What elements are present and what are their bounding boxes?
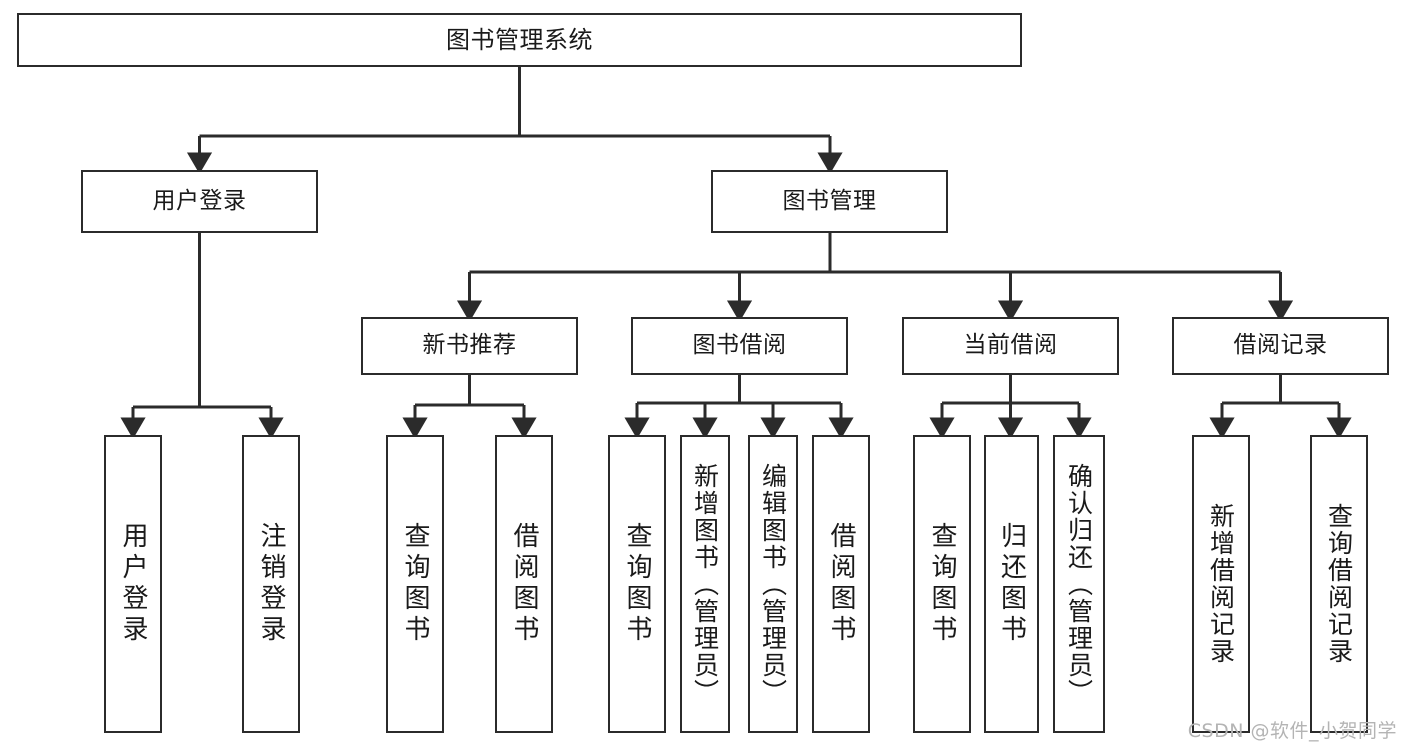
node-label: 图书借阅 — [692, 332, 787, 359]
node-borrow-record[interactable]: 借阅记录 — [1172, 317, 1389, 375]
leaf-add-borrow-record[interactable]: 新增借阅记录 — [1192, 435, 1250, 733]
leaf-query-book-recommend[interactable]: 查询图书 — [386, 435, 444, 733]
leaf-edit-book-admin[interactable]: 编辑图书（管理员） — [748, 435, 798, 733]
node-label: 借阅记录 — [1233, 332, 1328, 359]
csdn-watermark: CSDN @软件_小贺同学 — [1187, 720, 1397, 742]
node-label: 查询图书 — [927, 522, 957, 646]
node-label: 新书推荐 — [422, 332, 517, 359]
leaf-query-book-borrow[interactable]: 查询图书 — [608, 435, 666, 733]
node-new-book-recommend[interactable]: 新书推荐 — [361, 317, 578, 375]
leaf-logout-login[interactable]: 注销登录 — [242, 435, 300, 733]
leaf-borrow-book-recommend[interactable]: 借阅图书 — [495, 435, 553, 733]
node-label: 图书管理系统 — [446, 25, 593, 54]
node-label: 借阅图书 — [509, 522, 539, 646]
node-user-login[interactable]: 用户登录 — [81, 170, 318, 233]
node-label: 图书管理 — [782, 187, 877, 214]
node-book-borrow[interactable]: 图书借阅 — [631, 317, 848, 375]
leaf-query-borrow-record[interactable]: 查询借阅记录 — [1310, 435, 1368, 733]
node-label: 用户登录 — [152, 187, 247, 214]
leaf-confirm-return-admin[interactable]: 确认归还（管理员） — [1053, 435, 1105, 733]
node-label: 新增图书（管理员） — [690, 462, 720, 706]
node-root-book-management-system[interactable]: 图书管理系统 — [17, 13, 1022, 67]
node-label: 确认归还（管理员） — [1064, 462, 1094, 706]
leaf-user-login[interactable]: 用户登录 — [104, 435, 162, 733]
node-label: 归还图书 — [996, 522, 1027, 646]
node-label: 当前借阅 — [963, 332, 1058, 359]
leaf-return-book[interactable]: 归还图书 — [984, 435, 1039, 733]
node-current-borrow[interactable]: 当前借阅 — [902, 317, 1119, 375]
node-label: 注销登录 — [256, 522, 286, 646]
node-label: 新增借阅记录 — [1206, 503, 1236, 665]
leaf-add-book-admin[interactable]: 新增图书（管理员） — [680, 435, 730, 733]
node-book-management[interactable]: 图书管理 — [711, 170, 948, 233]
node-label: 用户登录 — [118, 522, 148, 646]
node-label: 查询图书 — [400, 522, 430, 646]
node-label: 编辑图书（管理员） — [758, 462, 788, 706]
node-label: 借阅图书 — [826, 522, 856, 646]
node-label: 查询图书 — [622, 522, 652, 646]
leaf-query-book-current[interactable]: 查询图书 — [913, 435, 971, 733]
leaf-borrow-book[interactable]: 借阅图书 — [812, 435, 870, 733]
node-label: 查询借阅记录 — [1324, 503, 1354, 665]
